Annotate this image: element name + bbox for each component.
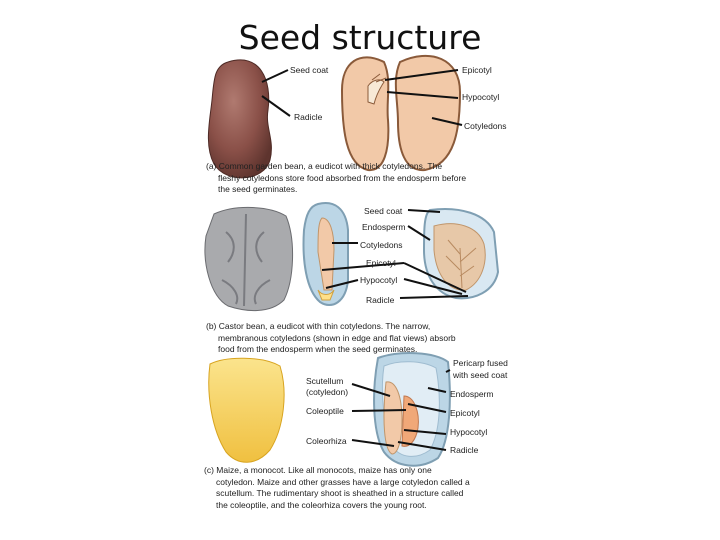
label-endosperm-b: Endosperm (362, 222, 405, 233)
caption-panel-b: (b) Castor bean, a eudicot with thin cot… (206, 321, 506, 356)
label-coleoptile: Coleoptile (306, 406, 344, 417)
label-pericarp-line-2: with seed coat (453, 370, 507, 381)
label-cotyledons: Cotyledons (464, 121, 507, 132)
caption-b-line-1: (b) Castor bean, a eudicot with thin cot… (206, 321, 430, 331)
caption-c-line-3: scutellum. The rudimentary shoot is shea… (204, 488, 514, 500)
label-coleorhiza: Coleorhiza (306, 436, 347, 447)
label-radicle-c: Radicle (450, 445, 478, 456)
caption-a-line-1: (a) Common garden bean, a eudicot with t… (206, 161, 442, 171)
caption-c-line-1: (c) Maize, a monocot. Like all monocots,… (204, 465, 432, 475)
label-endosperm-c: Endosperm (450, 389, 493, 400)
caption-a-line-3: the seed germinates. (206, 184, 506, 196)
label-pericarp-line-1: Pericarp fused (453, 358, 508, 369)
label-scutellum-line-1: Scutellum (306, 376, 343, 387)
label-radicle-b: Radicle (366, 295, 394, 306)
label-epicotyl-c: Epicotyl (450, 408, 480, 419)
castor-edge-view (304, 203, 348, 305)
label-hypocotyl-c: Hypocotyl (450, 427, 487, 438)
castor-whole-seed (205, 207, 293, 310)
bean-cotyledon-left (342, 57, 388, 170)
caption-c-line-4: the coleoptile, and the coleorhiza cover… (204, 500, 514, 512)
label-radicle: Radicle (294, 112, 322, 123)
caption-a-line-2: fleshy cotyledons store food absorbed fr… (206, 173, 506, 185)
label-epicotyl-b: Epicotyl (366, 258, 396, 269)
caption-b-line-3: food from the endosperm when the seed ge… (206, 344, 506, 356)
label-hypocotyl-b: Hypocotyl (360, 275, 397, 286)
label-cotyledons-b: Cotyledons (360, 240, 403, 251)
label-scutellum-line-2: (cotyledon) (306, 387, 348, 398)
maize-whole-kernel (209, 358, 284, 462)
caption-c-line-2: cotyledon. Maize and other grasses have … (204, 477, 514, 489)
caption-panel-a: (a) Common garden bean, a eudicot with t… (206, 161, 506, 196)
label-seed-coat-b: Seed coat (364, 206, 402, 217)
caption-panel-c: (c) Maize, a monocot. Like all monocots,… (204, 465, 514, 511)
label-hypocotyl: Hypocotyl (462, 92, 499, 103)
label-epicotyl: Epicotyl (462, 65, 492, 76)
caption-b-line-2: membranous cotyledons (shown in edge and… (206, 333, 506, 345)
label-seed-coat: Seed coat (290, 65, 328, 76)
castor-flat-view (424, 209, 498, 298)
bean-cotyledon-right (396, 56, 460, 170)
